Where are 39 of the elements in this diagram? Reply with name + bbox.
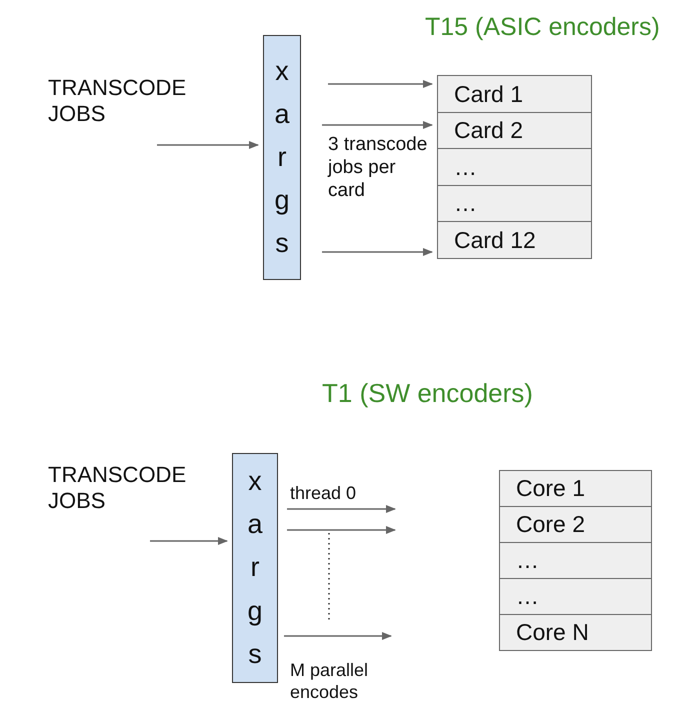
- table-cell: [437, 75, 592, 113]
- cell-label: Card 1: [454, 80, 524, 108]
- cell-label: …: [516, 583, 539, 610]
- cell-label: Core 2: [516, 511, 586, 538]
- cell-label: Core N: [516, 619, 589, 646]
- cell-label: Card 2: [454, 117, 524, 144]
- arrow: [322, 121, 433, 129]
- section-title: T15 (ASIC encoders): [425, 12, 661, 42]
- cell-label: Card 12: [454, 226, 536, 254]
- cell-label: Core 1: [516, 475, 586, 502]
- cell-label: …: [516, 547, 539, 574]
- table-cell: [499, 506, 652, 543]
- arrow: [322, 248, 433, 256]
- arrow: [328, 80, 433, 88]
- table-cell: [437, 112, 592, 150]
- text-label: M parallel encodes: [290, 660, 370, 704]
- arrow: [157, 141, 259, 149]
- cell-label: …: [454, 190, 477, 217]
- arrow: [287, 505, 396, 513]
- text-label: TRANSCODE JOBS: [48, 75, 188, 128]
- text-label: TRANSCODE JOBS: [48, 462, 188, 515]
- arrow: [287, 526, 396, 534]
- arrow: [284, 632, 392, 640]
- text-label: thread 0: [290, 483, 358, 505]
- table-cell: [437, 184, 592, 222]
- table-cell: [437, 221, 592, 259]
- text-label: 3 transcode jobs per card: [328, 134, 428, 202]
- process-bar: [232, 453, 278, 683]
- arrow: [150, 537, 228, 545]
- table-cell: [499, 614, 652, 651]
- process-bar: [263, 35, 301, 280]
- table-cell: [499, 542, 652, 579]
- table-cell: [499, 470, 652, 507]
- table-cell: [499, 578, 652, 615]
- vertical-label: xargs: [246, 465, 264, 671]
- table-cell: [437, 148, 592, 186]
- vertical-label: xargs: [273, 54, 290, 260]
- cell-label: …: [454, 154, 477, 180]
- section-title: T1 (SW encoders): [322, 378, 534, 410]
